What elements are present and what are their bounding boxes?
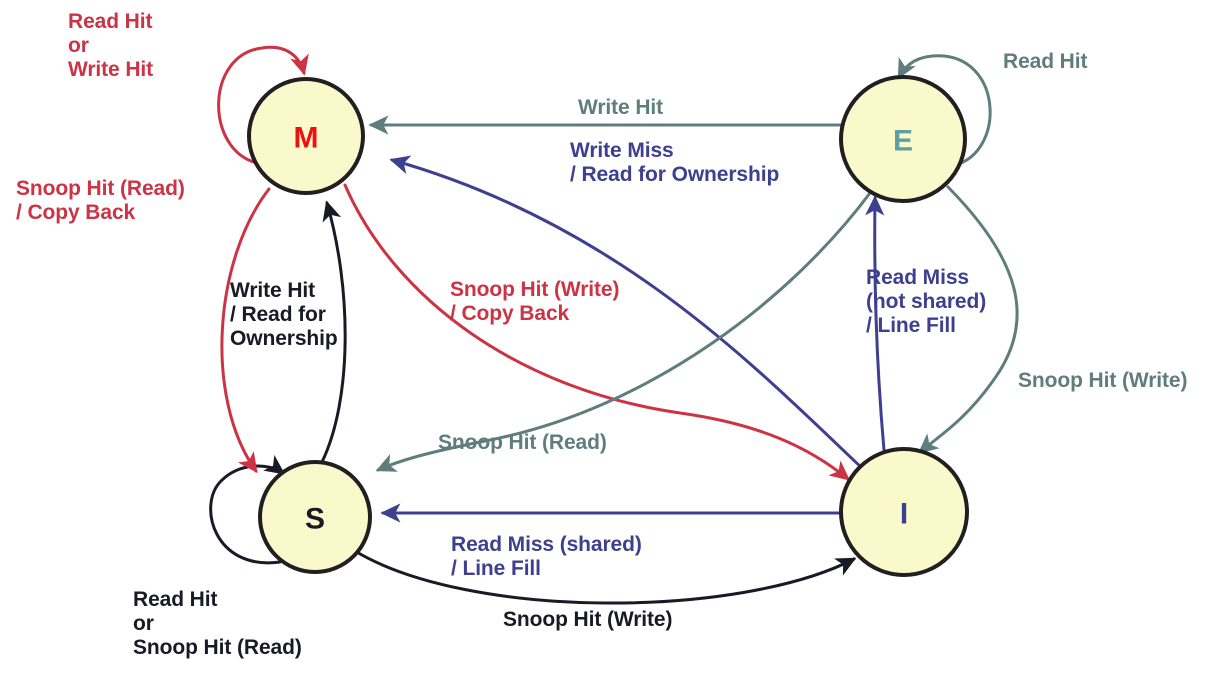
edges-layer bbox=[209, 45, 1019, 605]
edge-m-i[interactable] bbox=[343, 183, 851, 481]
edge-label-e-i: Snoop Hit (Write) bbox=[1018, 369, 1188, 392]
edge-e-self[interactable] bbox=[897, 54, 992, 167]
node-label-S: S bbox=[305, 503, 325, 536]
edge-e-s[interactable] bbox=[375, 191, 872, 472]
edge-s-i[interactable] bbox=[353, 549, 857, 605]
edge-m-self[interactable] bbox=[217, 45, 309, 165]
node-E[interactable]: E bbox=[839, 75, 967, 203]
edge-label-e-m: Write Hit bbox=[578, 96, 664, 119]
node-label-M: M bbox=[294, 122, 319, 155]
edge-label-m-self: Read Hit or Write Hit bbox=[68, 10, 154, 81]
edge-i-m[interactable] bbox=[389, 155, 864, 470]
nodes-layer: M E S I bbox=[247, 75, 969, 577]
edge-s-m[interactable] bbox=[320, 200, 347, 464]
edge-label-e-self: Read Hit bbox=[1003, 50, 1088, 73]
node-label-E: E bbox=[893, 125, 913, 158]
edge-s-self[interactable] bbox=[209, 455, 286, 565]
edge-e-i[interactable] bbox=[917, 185, 1019, 454]
edge-m-s[interactable] bbox=[220, 187, 271, 474]
node-M[interactable]: M bbox=[247, 77, 365, 195]
edge-label-i-s: Read Miss (shared) / Line Fill bbox=[451, 533, 642, 580]
edge-label-s-m: Write Hit / Read for Ownership bbox=[230, 279, 338, 350]
edge-label-e-s: Snoop Hit (Read) bbox=[438, 431, 607, 454]
edge-label-i-m: Write Miss / Read for Ownership bbox=[570, 139, 780, 186]
edge-label-i-e: Read Miss (not shared) / Line Fill bbox=[866, 266, 987, 337]
edge-label-m-s: Snoop Hit (Read) / Copy Back bbox=[16, 177, 185, 224]
edge-label-s-i: Snoop Hit (Write) bbox=[503, 608, 673, 631]
edge-label-m-i: Snoop Hit (Write) / Copy Back bbox=[450, 278, 620, 325]
node-I[interactable]: I bbox=[839, 447, 969, 577]
edge-label-s-self: Read Hit or Snoop Hit (Read) bbox=[133, 588, 302, 659]
node-S[interactable]: S bbox=[258, 460, 372, 574]
node-label-I: I bbox=[900, 498, 908, 531]
edge-i-e[interactable] bbox=[865, 195, 886, 452]
